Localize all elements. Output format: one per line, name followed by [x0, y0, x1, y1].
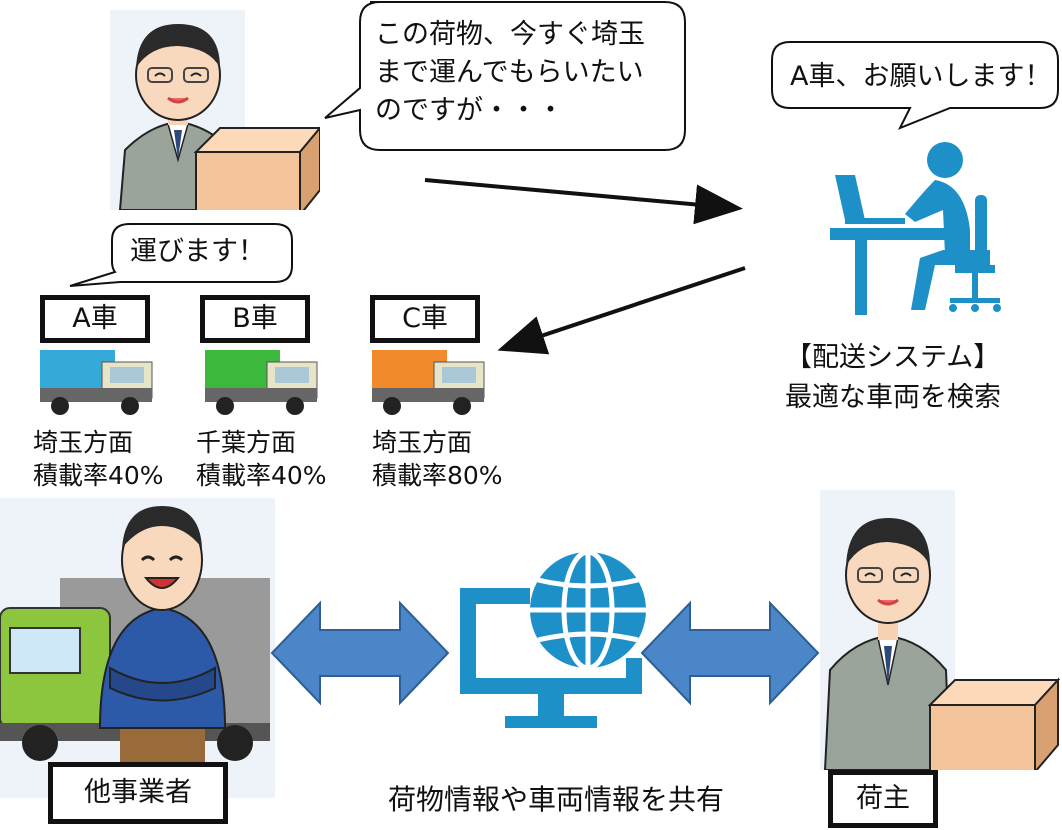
globe-icon	[530, 549, 646, 671]
dispatch-system-subtitle: 最適な車両を検索	[785, 382, 1001, 413]
truck-a-icon	[40, 350, 153, 415]
truck-b-info: 千葉方面 積載率40%	[196, 426, 327, 492]
share-caption: 荷物情報や車両情報を共有	[388, 783, 725, 816]
shipper-bottom-illustration	[820, 490, 1061, 770]
truck-a-destination: 埼玉方面	[33, 428, 134, 457]
dispatch-operator-icon	[830, 142, 1001, 315]
shipper-top-illustration	[110, 10, 320, 210]
truck-c-label: C車	[370, 295, 480, 343]
network-monitor-icon	[460, 549, 646, 728]
dispatch-arrow	[497, 266, 746, 355]
system-speech-bubble	[771, 41, 1059, 130]
system-reply-text: A車、お願いします！	[790, 61, 1052, 92]
right-double-arrow	[640, 600, 820, 706]
carrier-label: 他事業者	[48, 762, 228, 824]
shipper-speech-bubble	[324, 1, 686, 151]
truck-b-icon	[205, 350, 318, 415]
truck-c-icon	[372, 350, 485, 415]
shipper-request-text: この荷物、今すぐ埼玉 まで運んでもらいたい のですが・・・	[375, 19, 645, 126]
truck-c-info: 埼玉方面 積載率80%	[372, 426, 503, 492]
truck-b-load-rate: 積載率40%	[196, 461, 327, 490]
left-double-arrow	[270, 600, 450, 706]
truck-b-destination: 千葉方面	[196, 428, 297, 457]
carrier-illustration	[0, 498, 275, 798]
dispatch-system-title: 【配送システム】	[785, 342, 1001, 373]
truck-reply-text: 運びます！	[130, 236, 265, 267]
truck-speech-bubble	[69, 223, 293, 287]
truck-c-load-rate: 積載率80%	[372, 461, 503, 490]
truck-c-destination: 埼玉方面	[372, 428, 473, 457]
dispatch-system-caption: 【配送システム】 最適な車両を検索	[785, 338, 1001, 418]
truck-a-info: 埼玉方面 積載率40%	[33, 426, 164, 492]
request-arrow	[424, 178, 743, 225]
truck-a-label: A車	[40, 295, 150, 343]
shipper-label: 荷主	[828, 770, 938, 828]
truck-a-load-rate: 積載率40%	[33, 461, 164, 490]
truck-b-label: B車	[200, 295, 310, 343]
